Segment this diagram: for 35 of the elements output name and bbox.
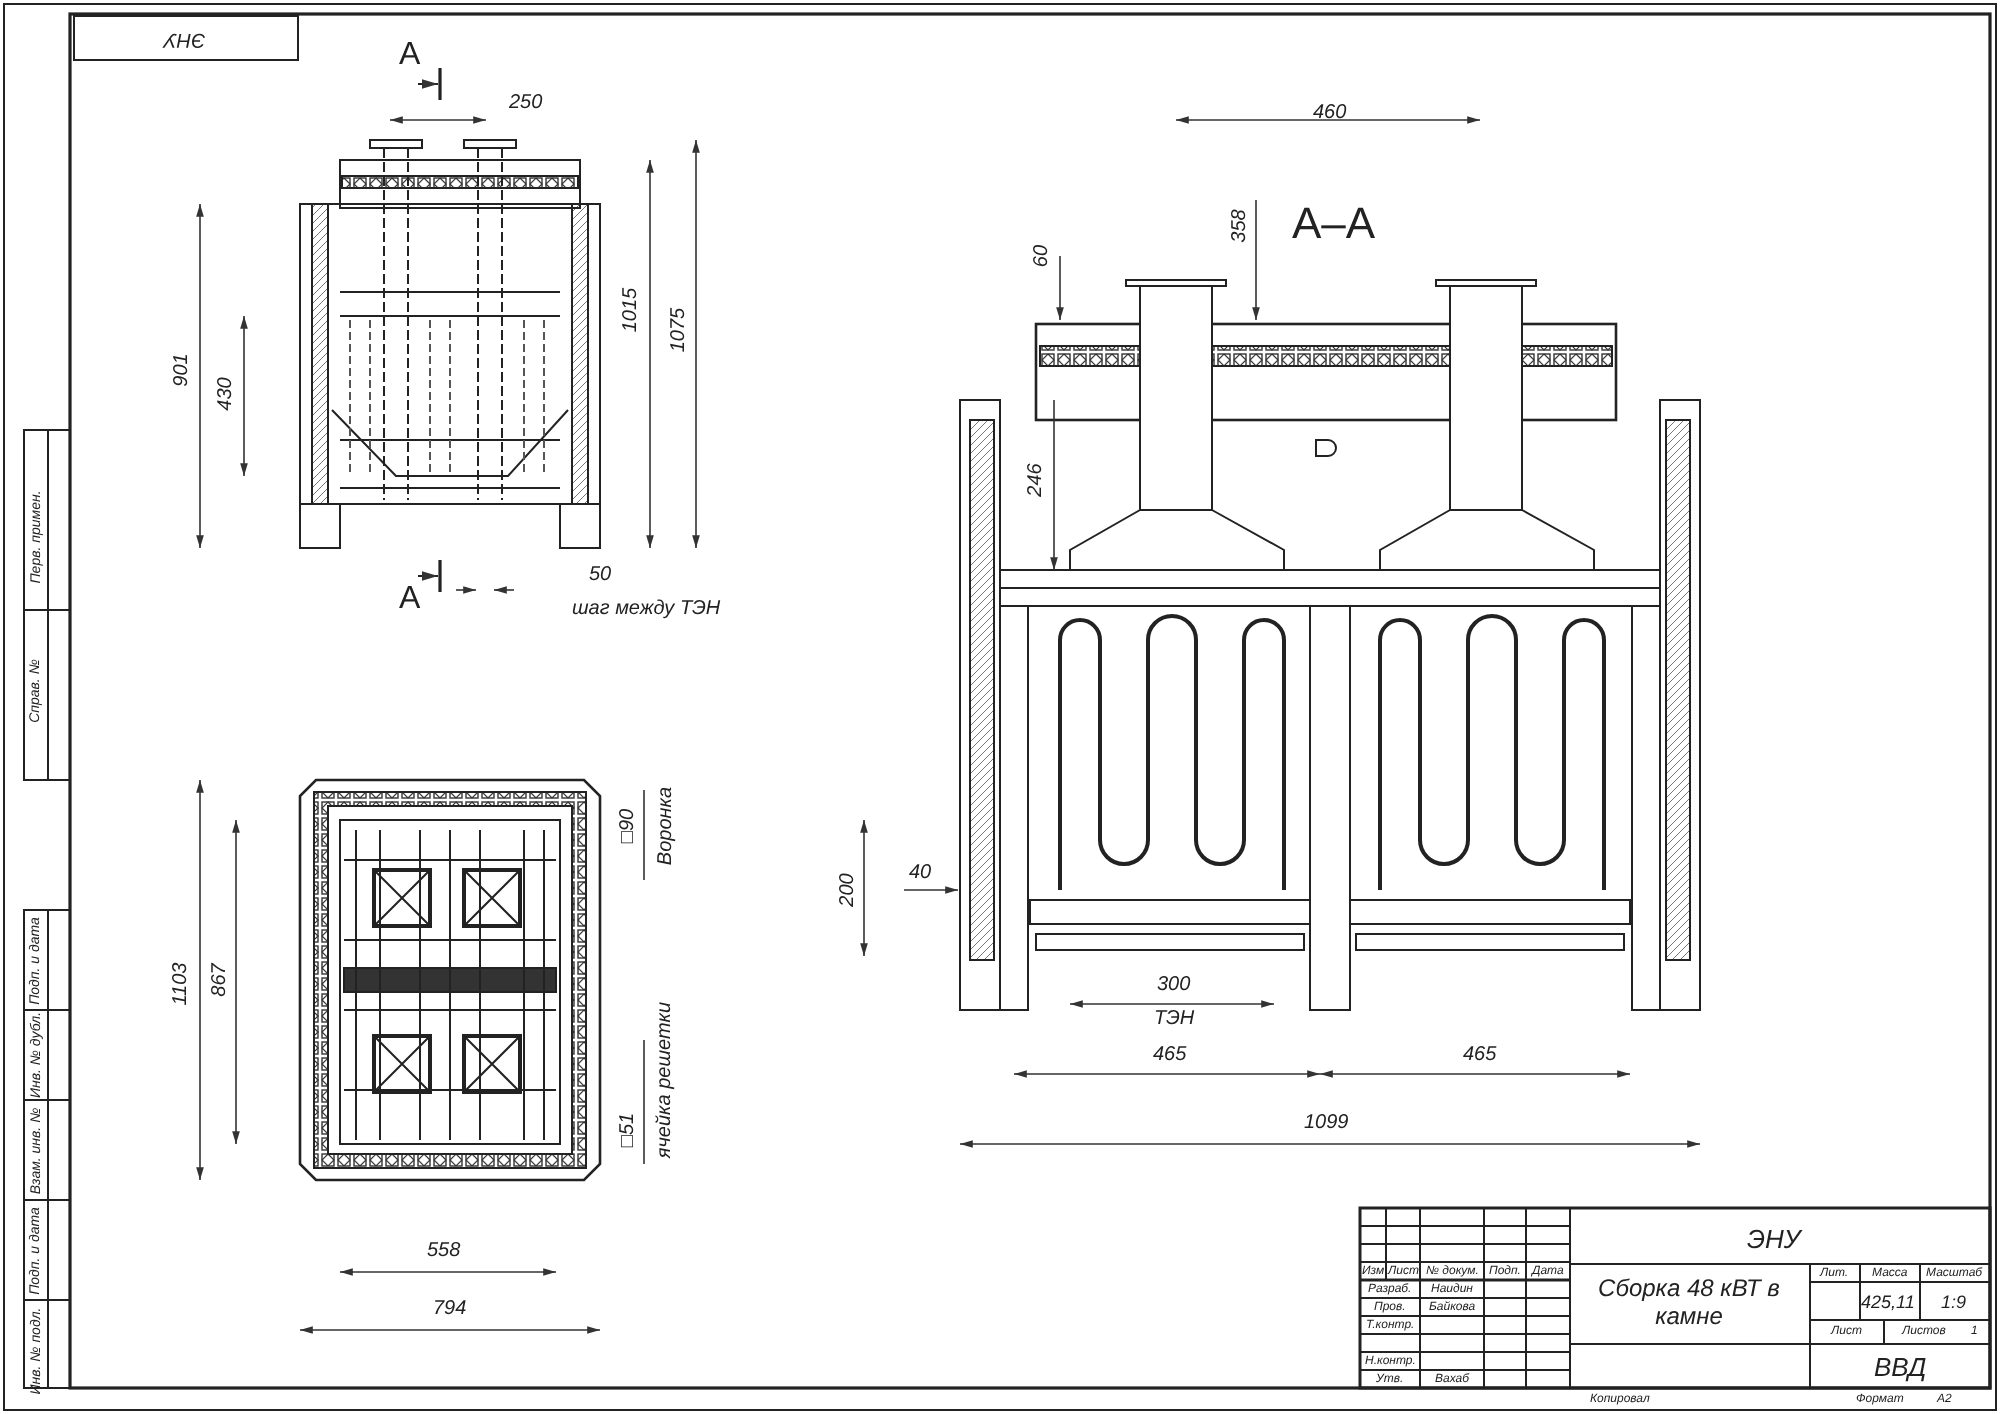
title-block-text: ЭНУ (1747, 1225, 1801, 1251)
dimension-value: 460 (1313, 104, 1347, 124)
dimension-value: 40 (909, 864, 932, 884)
drawing-title: Сборка 48 кВТ в камне (1596, 1274, 1782, 1332)
dimension-value: 867 (209, 963, 230, 997)
dimension-value: 50 (589, 566, 612, 586)
note-text: Воронка (656, 786, 677, 866)
dimension-value: 1103 (171, 962, 192, 1006)
dimension-value: 60 (1032, 244, 1053, 268)
section-title: А–А (1292, 202, 1376, 246)
dimension-value: 558 (427, 1242, 461, 1262)
dimension-value: 794 (433, 1300, 467, 1320)
dimension-value: 901 (171, 353, 192, 387)
dimension-value: 1099 (1304, 1114, 1349, 1134)
dimension-value: 300 (1157, 976, 1191, 996)
note-text: шаг между ТЭН (572, 600, 721, 620)
title-block-text: 1:9 (1941, 1293, 1967, 1311)
mirrored-stamp-text: ЭНУ (163, 28, 205, 48)
dimension-value: □51 (618, 1112, 639, 1148)
dimension-value: 465 (1153, 1046, 1187, 1066)
dimension-value: 250 (509, 94, 543, 114)
dimension-value: 246 (1025, 463, 1046, 497)
section-letter: А (399, 584, 421, 616)
note-text: ячейка решетки (656, 1001, 677, 1159)
title-block-text: ВВД (1874, 1353, 1927, 1379)
dimension-value: □90 (618, 808, 639, 844)
note-text: ТЭН (1154, 1010, 1195, 1030)
dimension-value: 1075 (670, 307, 691, 353)
dimension-value: 465 (1463, 1046, 1497, 1066)
section-letter: А (399, 40, 421, 72)
dimension-value: 200 (837, 873, 858, 907)
dimension-value: 1015 (622, 287, 643, 333)
dimension-value: 430 (215, 377, 236, 411)
title-block-text: 425,11 (1861, 1293, 1915, 1311)
dimension-value: 358 (1229, 209, 1250, 243)
